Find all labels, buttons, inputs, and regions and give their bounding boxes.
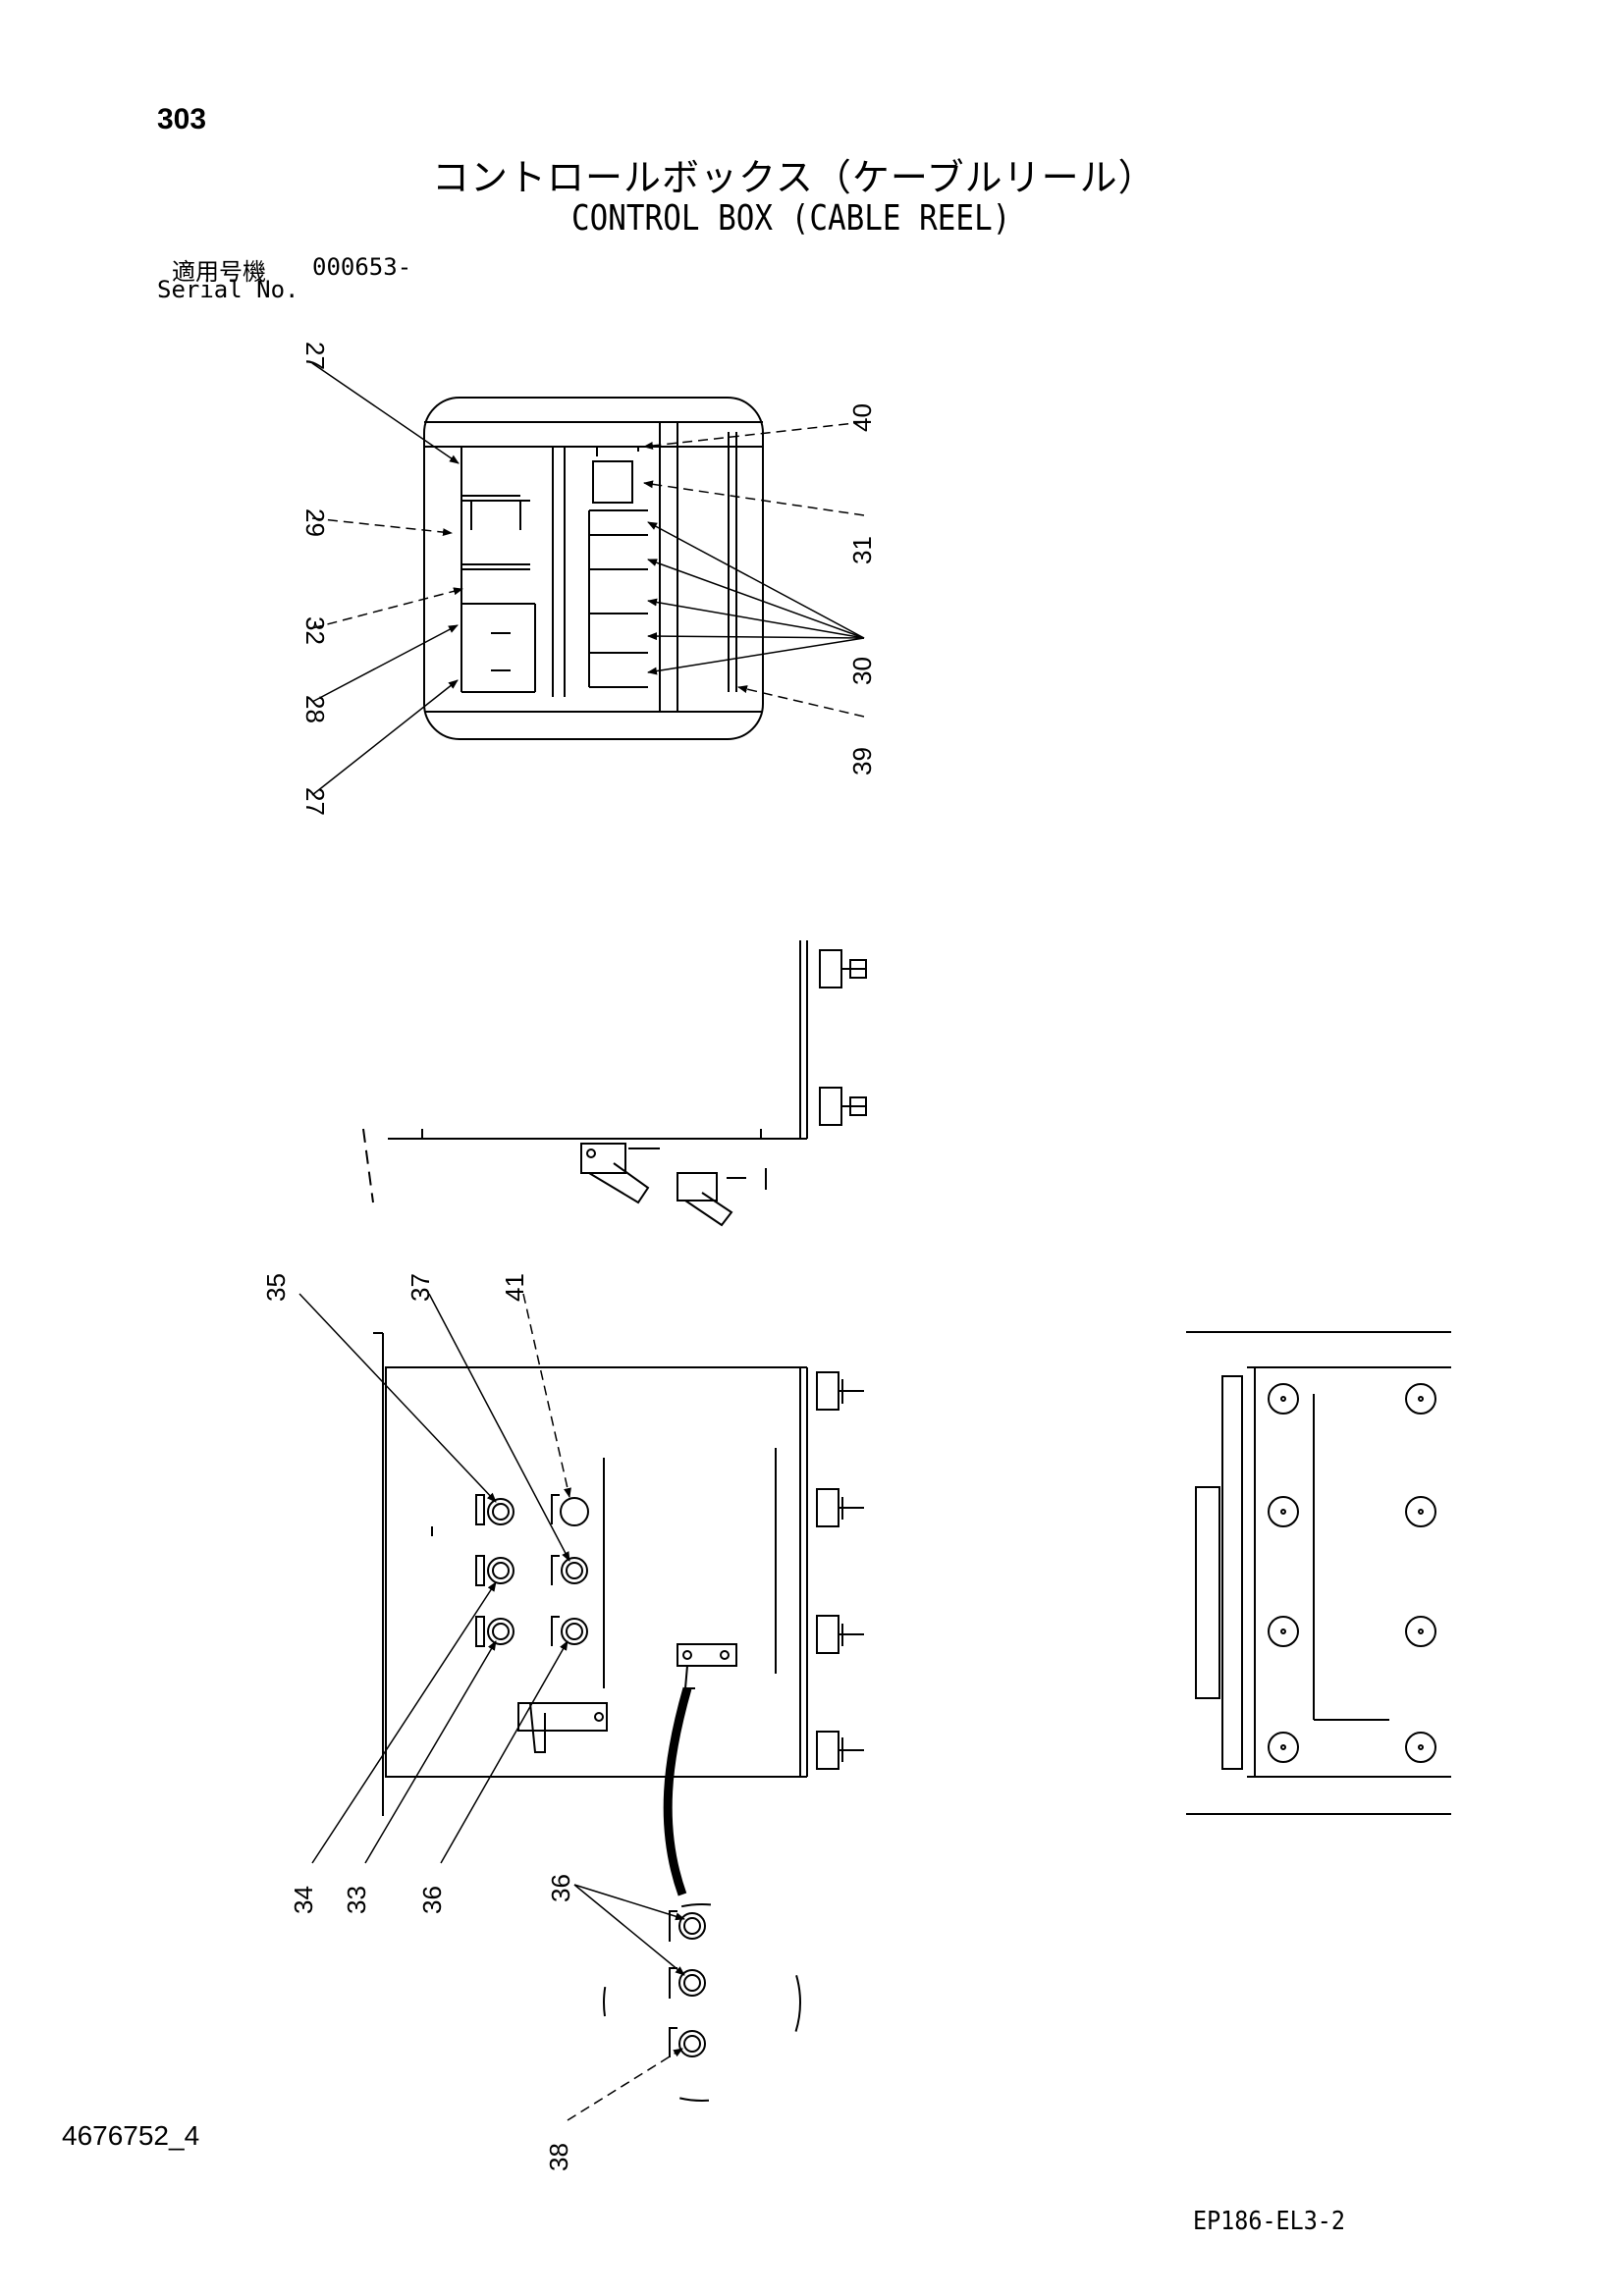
callout-32: 32 [300,616,330,645]
callout-27-top: 27 [300,342,330,370]
side-panel-view [1186,1331,1451,1815]
serial-label-english: Serial No. [157,276,299,303]
title-english: CONTROL BOX (CABLE REEL) [571,198,1011,239]
sheet-id: EP186-EL3-2 [1193,2207,1345,2236]
control-box-outline [423,397,764,740]
callout-36-front: 36 [417,1886,447,1914]
switch-detail [603,1903,801,2102]
callout-37: 37 [406,1273,435,1302]
serial-label-japanese: 適用号機 [172,258,266,286]
callout-27-bottom: 27 [300,787,330,816]
callout-38: 38 [544,2143,573,2171]
callout-28: 28 [300,695,330,723]
relay-module [592,460,633,504]
callout-41: 41 [500,1273,529,1302]
front-view-leaders [298,1293,685,2121]
callout-36-detail: 36 [546,1874,575,1902]
front-view-callouts: 35 37 41 34 33 36 36 38 [261,1273,575,2171]
cable [663,1686,692,1896]
callout-29: 29 [300,508,330,537]
document-id: 4676752_4 [62,2120,200,2151]
page-number: 303 [157,103,207,135]
top-view-callouts: 27 29 32 28 27 40 31 30 39 [300,342,877,816]
front-view-door [373,1332,864,1816]
serial-number-value: 000653- [312,253,412,281]
callout-35: 35 [261,1273,291,1302]
callout-33: 33 [342,1886,371,1914]
callout-34: 34 [289,1886,318,1914]
top-view-leaders [311,362,865,796]
title-japanese: コントロールボックス（ケーブルリール） [432,156,1157,199]
control-box-top-view [423,397,764,740]
callout-31: 31 [847,536,877,564]
callout-40: 40 [847,403,877,432]
callout-39: 39 [847,747,877,775]
side-view-hinge [362,940,867,1227]
callout-30: 30 [847,657,877,685]
door-panel [385,1366,801,1778]
